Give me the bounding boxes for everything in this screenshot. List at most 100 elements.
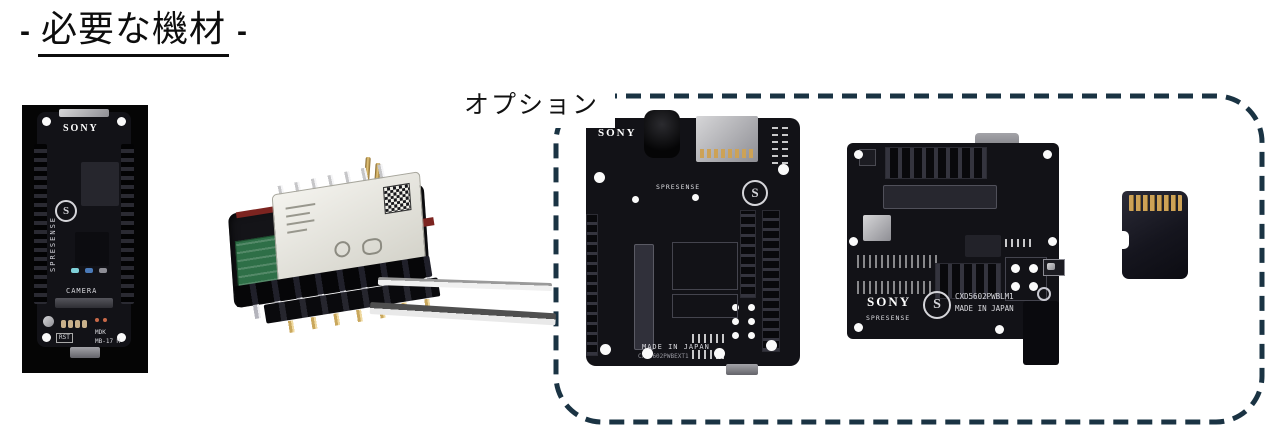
microsd-slot [696, 116, 758, 162]
mounting-hole [1043, 150, 1052, 159]
mounting-hole [778, 164, 789, 175]
pin-header [586, 214, 598, 356]
microsd-card-image [1112, 183, 1200, 288]
title-right-dash: - [237, 14, 248, 48]
capacitor [99, 268, 107, 273]
capacitor [61, 320, 66, 328]
mounting-hole [42, 333, 51, 342]
option-group-border [553, 93, 1265, 425]
cert-mark [333, 240, 351, 259]
mounting-hole [642, 348, 653, 359]
board-connector [634, 244, 654, 350]
sd-card-notch [1122, 231, 1129, 249]
pad [732, 318, 739, 325]
made-in-silk: MADE IN JAPAN [642, 343, 710, 351]
mounting-hole [692, 194, 699, 201]
silk-ticks [1005, 239, 1031, 247]
mounting-hole [995, 325, 1004, 334]
mounting-hole [117, 117, 126, 126]
pin-header [762, 210, 780, 352]
page-title-text: 必要な機材 [38, 6, 230, 57]
micro-usb-port [726, 364, 758, 375]
pad-row [857, 255, 937, 268]
headphone-mark [1037, 287, 1051, 301]
board-edge-connector [59, 109, 109, 117]
mounting-hole [854, 323, 863, 332]
camera-silk: CAMERA [66, 287, 98, 295]
pad [732, 332, 739, 339]
sony-logo: SONY [598, 127, 637, 139]
mounting-hole [632, 196, 639, 203]
silk-ticks [692, 350, 726, 359]
pin-header [34, 144, 47, 304]
switch [1043, 259, 1065, 276]
spresense-silk: SPRESENSE [49, 216, 57, 272]
mounting-hole [117, 333, 126, 342]
chip [965, 235, 1001, 257]
spresense-logo: S [923, 291, 951, 319]
led [95, 318, 99, 322]
sd-slot-contacts [700, 149, 754, 158]
long-pin [369, 302, 557, 326]
sd-card-contacts [1129, 195, 1182, 211]
silk-ticks [782, 124, 788, 164]
spresense-logo: S [742, 180, 768, 206]
mounting-hole [1048, 237, 1057, 246]
capacitor [75, 320, 80, 328]
reset-button [43, 316, 54, 327]
pad [748, 304, 755, 311]
pad [1011, 264, 1020, 273]
capacitor [68, 320, 73, 328]
silk-ticks [772, 124, 778, 164]
shield-component [863, 215, 891, 241]
qr-code [382, 182, 412, 215]
sony-logo: SONY [867, 294, 912, 309]
board-connector [883, 185, 997, 209]
pin-header [121, 144, 134, 304]
pad-row [857, 281, 937, 294]
pad [1029, 264, 1038, 273]
pad [748, 318, 755, 325]
spresense-logo: S [55, 200, 77, 222]
made-in-silk: MADE IN JAPAN [955, 304, 1014, 313]
capacitor [85, 268, 93, 273]
spresense-silk: SPRESENSE [866, 314, 911, 322]
shield-print [287, 228, 308, 234]
main-board-image: SONY S SPRESENSE CAMERA RST MDK MB-17 M [22, 105, 148, 373]
title-left-dash: - [20, 14, 30, 48]
mounting-hole [600, 344, 611, 355]
wifi-module-image [227, 153, 557, 336]
mounting-hole [766, 340, 777, 351]
silk-box [672, 294, 738, 318]
camera-connector [55, 298, 113, 308]
model-silk: MB-17 M [95, 338, 121, 345]
switch-nub [1047, 263, 1055, 270]
pad [1011, 282, 1020, 291]
extension-board-image: SONY SPRESENSE S [566, 108, 812, 380]
mounting-hole [594, 172, 605, 183]
main-board-pcb: SONY S SPRESENSE CAMERA RST MDK MB-17 M [34, 109, 134, 347]
led [103, 318, 107, 322]
rst-silk: RST [56, 333, 73, 343]
pin-header [740, 210, 756, 298]
pin-socket [935, 263, 1001, 299]
mdk-silk: MDK [95, 329, 106, 336]
lte-board-pcb: SONY SPRESENSE S CXD5602PWBLM1 MADE IN J… [847, 143, 1065, 365]
mounting-hole [42, 117, 51, 126]
chip [81, 162, 119, 206]
silk-ticks [692, 334, 726, 343]
page-title: - 必要な機材 - [14, 4, 254, 59]
lte-board-image: SONY SPRESENSE S CXD5602PWBLM1 MADE IN J… [838, 126, 1072, 365]
extension-board-pcb: SONY SPRESENSE S [586, 110, 800, 366]
capacitor [82, 320, 87, 328]
option-label: オプション [452, 80, 616, 128]
shield-print [286, 219, 315, 226]
pad [748, 332, 755, 339]
spresense-silk: SPRESENSE [656, 183, 701, 191]
mounting-hole [849, 237, 858, 246]
pad [1029, 282, 1038, 291]
silk-box [672, 242, 738, 290]
mounting-hole [854, 150, 863, 159]
audio-jack [644, 110, 680, 158]
